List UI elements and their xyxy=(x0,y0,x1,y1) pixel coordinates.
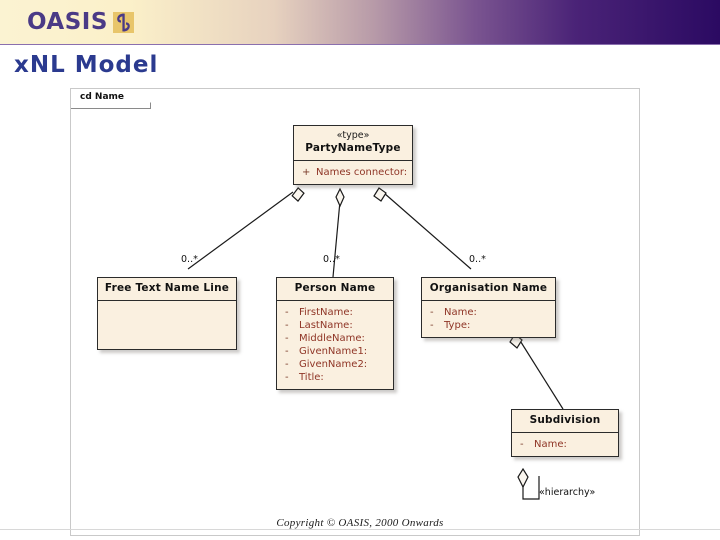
uml-class-name: Subdivision xyxy=(529,414,601,426)
attribute-visibility: - xyxy=(285,346,289,357)
attribute-label: Names connector: xyxy=(316,167,408,178)
oasis-glyph-icon xyxy=(112,11,134,33)
uml-class-free-text-name-line[interactable]: Free Text Name Line xyxy=(97,277,237,350)
uml-class-name: PartyNameType xyxy=(305,142,401,154)
attribute-label: GivenName2: xyxy=(299,359,368,370)
attribute-label: LastName: xyxy=(299,320,353,331)
attribute-visibility: - xyxy=(285,320,289,331)
uml-attribute-compartment: - Name: xyxy=(512,433,618,456)
attribute-label: MiddleName: xyxy=(299,333,365,344)
uml-class-name: Free Text Name Line xyxy=(104,282,230,294)
attribute-visibility: - xyxy=(285,359,289,370)
attribute-visibility: - xyxy=(430,320,434,331)
banner-underline xyxy=(0,44,720,45)
uml-attribute-row: - Name: xyxy=(517,438,614,451)
uml-class-party-name-type[interactable]: «type» PartyNameType + Names connector: xyxy=(293,125,413,185)
attribute-visibility: + xyxy=(302,167,311,178)
attribute-label: Title: xyxy=(299,372,324,383)
uml-class-header: Free Text Name Line xyxy=(98,278,236,301)
multiplicity-person-name: 0..* xyxy=(323,254,340,265)
uml-attribute-row: - GivenName2: xyxy=(282,358,389,371)
attribute-visibility: - xyxy=(285,333,289,344)
attribute-visibility: - xyxy=(285,307,289,318)
uml-attribute-row: - MiddleName: xyxy=(282,332,389,345)
uml-attribute-row: - Name: xyxy=(427,306,551,319)
uml-attribute-compartment: + Names connector: xyxy=(294,161,412,184)
multiplicity-free-text-name-line: 0..* xyxy=(181,254,198,265)
uml-attribute-row: - GivenName1: xyxy=(282,345,389,358)
attribute-label: GivenName1: xyxy=(299,346,368,357)
uml-stereotype: «type» xyxy=(336,130,370,141)
uml-class-name: Organisation Name xyxy=(429,282,548,294)
copyright-notice: Copyright © OASIS, 2000 Onwards xyxy=(276,517,444,529)
attribute-visibility: - xyxy=(430,307,434,318)
uml-class-header: Subdivision xyxy=(512,410,618,433)
uml-attribute-row: - Type: xyxy=(427,319,551,332)
uml-attribute-row: - Title: xyxy=(282,371,389,384)
uml-class-header: Organisation Name xyxy=(422,278,555,301)
diagram-frame-label: cd Name xyxy=(80,92,124,102)
uml-class-header: «type» PartyNameType xyxy=(294,126,412,161)
oasis-logo: OASIS xyxy=(27,9,134,35)
uml-attribute-row: + Names connector: xyxy=(299,166,408,179)
uml-class-header: Person Name xyxy=(277,278,393,301)
attribute-label: FirstName: xyxy=(299,307,353,318)
stereotype-hierarchy-label: «hierarchy» xyxy=(539,487,596,498)
uml-attribute-row: - FirstName: xyxy=(282,306,389,319)
attribute-visibility: - xyxy=(285,372,289,383)
uml-attribute-compartment xyxy=(98,301,236,349)
class-diagram-frame: cd Name xyxy=(70,88,640,536)
attribute-label: Name: xyxy=(444,307,477,318)
attribute-label: Type: xyxy=(444,320,471,331)
uml-class-name: Person Name xyxy=(294,282,376,294)
uml-attribute-row: - LastName: xyxy=(282,319,389,332)
oasis-header-banner: OASIS xyxy=(0,0,720,44)
attribute-visibility: - xyxy=(520,439,524,450)
footer-divider xyxy=(0,529,720,530)
uml-class-subdivision[interactable]: Subdivision - Name: xyxy=(511,409,619,457)
attribute-label: Name: xyxy=(534,439,567,450)
uml-class-person-name[interactable]: Person Name - FirstName: - LastName: - M… xyxy=(276,277,394,390)
page-title: xNL Model xyxy=(14,52,159,78)
uml-attribute-compartment: - FirstName: - LastName: - MiddleName: -… xyxy=(277,301,393,389)
uml-attribute-compartment: - Name: - Type: xyxy=(422,301,555,337)
multiplicity-organisation-name: 0..* xyxy=(469,254,486,265)
oasis-logo-text: OASIS xyxy=(27,8,108,35)
uml-class-organisation-name[interactable]: Organisation Name - Name: - Type: xyxy=(421,277,556,338)
